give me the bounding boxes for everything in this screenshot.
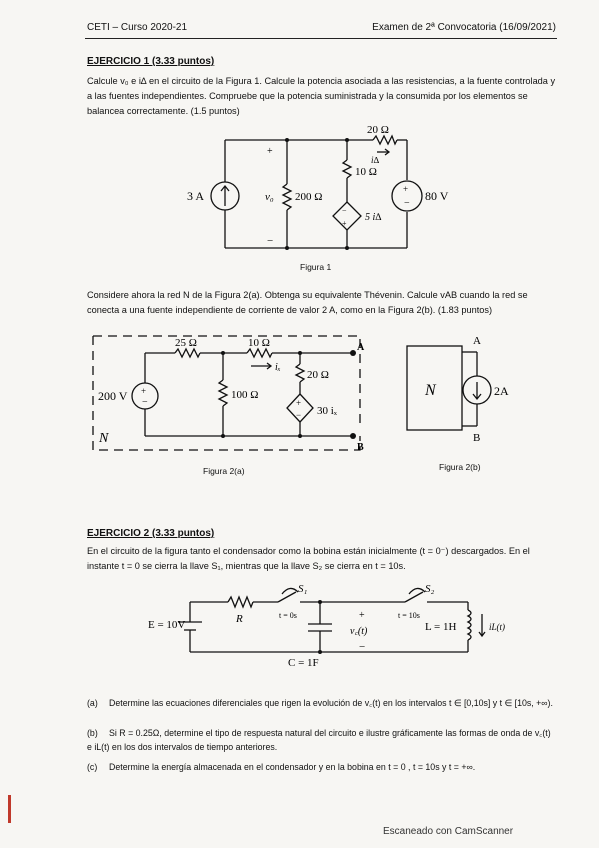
fig1-v0-label: v₀ [265, 191, 274, 203]
fig2a-r10-label: 10 Ω [248, 337, 270, 349]
fig1-80v-plus: + [403, 184, 408, 194]
question-c: (c) Determine la energía almacenada en el… [87, 760, 557, 774]
fig1-v0-plus: + [267, 146, 273, 157]
fig2a-source-label: 200 V [98, 389, 128, 403]
fig1-source-80v-label: 80 V [425, 189, 449, 203]
fig1-dep-minus: + [342, 219, 347, 228]
fig2a-dep-plus: + [296, 398, 301, 408]
question-c-label: (c) [87, 762, 98, 772]
fig2a-r20-label: 20 Ω [307, 369, 329, 381]
question-b-text: Si R = 0.25Ω, determine el tipo de respu… [87, 728, 551, 752]
fig2a-network-label: N [98, 431, 109, 446]
header-course: CETI – Curso 2020-21 [87, 22, 188, 33]
question-c-text: Determine la energía almacenada en el co… [109, 762, 476, 772]
fig2b-source-label: 2A [494, 384, 509, 398]
fig2b-node-b: B [473, 432, 480, 444]
fig1-v0-minus: − [267, 235, 273, 247]
figure-3-circuit: E = 10V R S₁ t = 0s S₂ t = 10s + v꜀(t) −… [148, 583, 505, 669]
fig2a-source-minus: − [142, 397, 148, 408]
exercise-2-title: EJERCICIO 2 (3.33 puntos) [87, 528, 215, 539]
fig3-vc-label: v꜀(t) [350, 626, 368, 637]
header-divider [85, 38, 557, 39]
question-a-label: (a) [87, 698, 98, 708]
fig3-source-label: E = 10V [148, 619, 185, 631]
fig1-r10-label: 10 Ω [355, 166, 377, 178]
exercise-1-part2-statement: Considere ahora la red N de la Figura 2(… [87, 290, 528, 315]
exercise-1-title: EJERCICIO 1 (3.33 puntos) [87, 56, 215, 67]
figure-2b-circuit: N A B 2A [406, 335, 509, 444]
fig2a-dependent-source-label: 30 iₓ [317, 405, 338, 417]
fig2a-r100-label: 100 Ω [231, 389, 258, 401]
fig2b-node-a: A [473, 335, 481, 347]
exercise-2-statement: En el circuito de la figura tanto el con… [87, 546, 530, 571]
figure-1-caption: Figura 1 [300, 262, 332, 272]
fig3-switch-s1-time: t = 0s [279, 611, 297, 620]
fig3-il-label: iL(t) [489, 622, 505, 632]
fig3-capacitor-label: C = 1F [288, 657, 319, 669]
question-b: (b)Si R = 0.25Ω, determine el tipo de re… [87, 726, 557, 754]
fig3-inductor-label: L = 1H [425, 621, 457, 633]
question-a-text: Determine las ecuaciones diferenciales q… [109, 698, 553, 708]
fig3-switch-s1-label: S₁ [298, 583, 308, 595]
fig2a-dep-minus: − [296, 410, 301, 420]
fig2a-ix-label: iₓ [275, 362, 281, 373]
fig1-idelta-label: i∆ [371, 155, 380, 165]
figure-1-circuit: 3 A + − v₀ 200 Ω 20 Ω i∆ 10 Ω − + 5 i∆ +… [187, 124, 449, 250]
fig2a-source-plus: + [141, 386, 146, 396]
fig2a-r25-label: 25 Ω [175, 337, 197, 349]
scanner-watermark: Escaneado con CamScanner [383, 826, 514, 837]
fig2a-node-a: A [357, 342, 365, 353]
scan-margin-mark [8, 795, 11, 823]
figure-2a-caption: Figura 2(a) [203, 466, 245, 476]
fig2a-node-b: B [357, 442, 364, 453]
fig3-vc-minus: − [359, 641, 365, 653]
fig3-switch-s2-time: t = 10s [398, 611, 420, 620]
fig1-r20-label: 20 Ω [367, 124, 389, 136]
fig1-dependent-source-label: 5 i∆ [365, 212, 381, 223]
fig1-dep-plus: − [342, 206, 347, 215]
fig2b-network-label: N [424, 382, 437, 399]
fig1-r200-label: 200 Ω [295, 191, 322, 203]
fig3-resistor-label: R [235, 613, 243, 625]
fig1-80v-minus: − [404, 198, 410, 209]
header-exam: Examen de 2ª Convocatoria (16/09/2021) [372, 22, 556, 33]
question-a: (a) Determine las ecuaciones diferenciale… [87, 696, 557, 710]
fig3-switch-s2-label: S₂ [425, 583, 435, 595]
figure-2b-caption: Figura 2(b) [439, 462, 481, 472]
exercise-1-statement: Calcule v₀ e i∆ en el circuito de la Fig… [87, 76, 556, 116]
fig1-source-3a-label: 3 A [187, 189, 204, 203]
question-b-label: (b) [87, 728, 98, 738]
figure-2a-circuit: 25 Ω 10 Ω iₓ 20 Ω 100 Ω 200 V + − + − 30… [92, 335, 365, 453]
fig3-vc-plus: + [359, 610, 365, 621]
